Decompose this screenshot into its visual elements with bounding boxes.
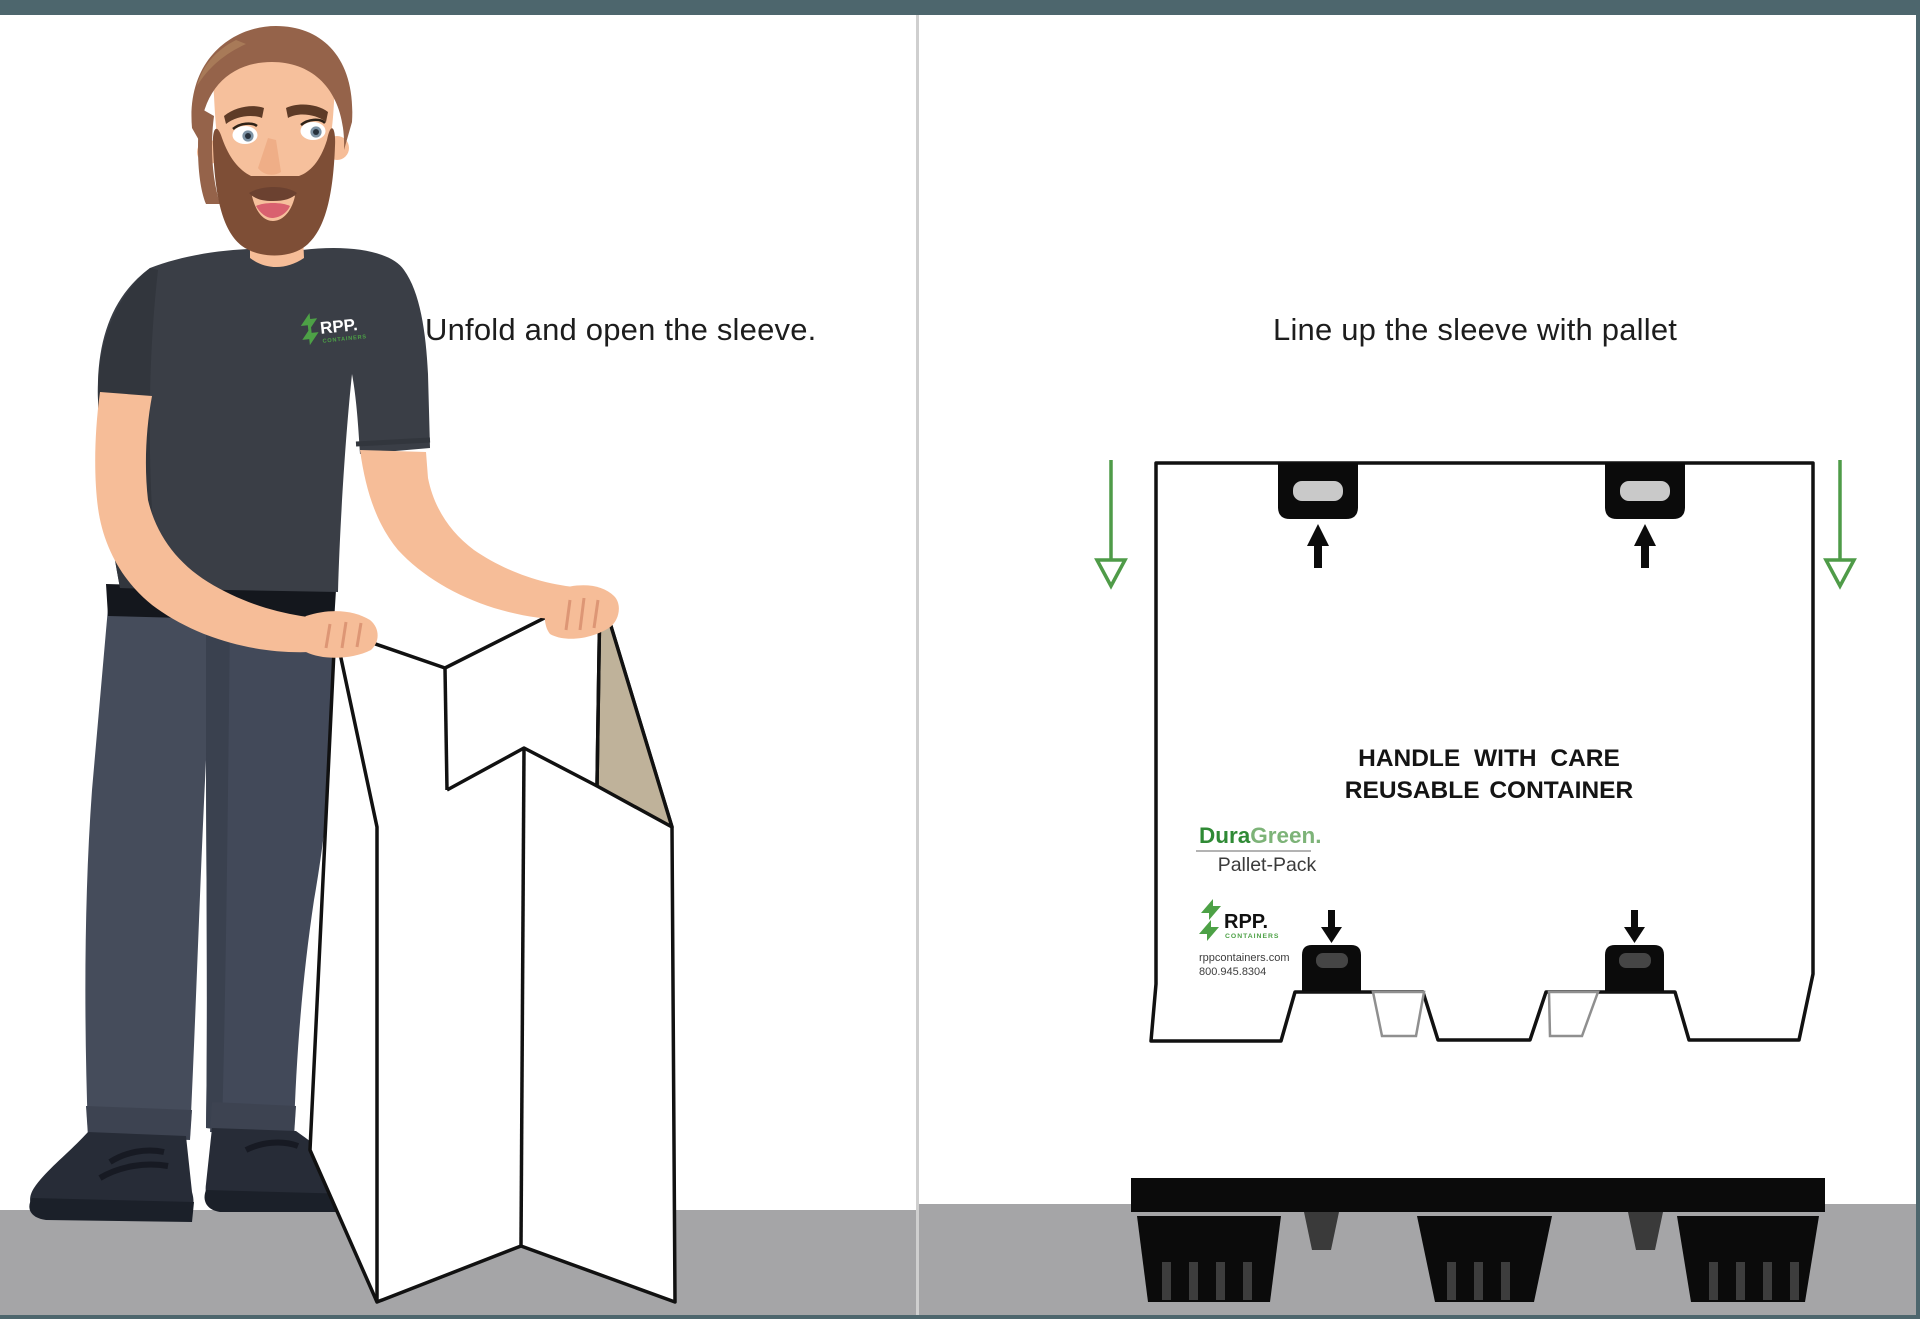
right-edge-bar [1916,0,1920,1319]
hair [191,26,353,150]
folded-sleeve [308,588,677,1304]
shirt-logo: RPP. CONTAINERS [300,312,367,346]
alignment-arrows [1094,460,1857,590]
step-unfold-caption: Unfold and open the sleeve. [425,312,817,347]
pallet-illustration [1131,1178,1825,1302]
sleeve-notch [1547,990,1600,1038]
rpp-website: rppcontainers.com [1199,952,1290,964]
top-bar [0,0,1920,15]
pallet-tab-boss [1304,1212,1339,1250]
step-unfold-panel: Unfold and open the sleeve. [0,15,916,1316]
worker-unfolding-sleeve-illustration: RPP. CONTAINERS [0,26,916,1316]
bottom-edge-bar [0,1315,1920,1319]
step-lineup-caption: Line up the sleeve with pallet [1273,312,1678,347]
worker-arms [95,392,619,658]
rpp-sub: CONTAINERS [1225,933,1279,940]
pallet-tab-boss [1628,1212,1663,1250]
arrow-up-icon [1634,524,1656,568]
duragreen-brand-light: Green. [1250,823,1321,848]
step-lineup-panel: Line up the sleeve with pallet [919,15,1916,1316]
sleeve-diagram: HANDLE WITH CARE REUSABLE CONTAINER Dura… [1149,461,1815,1043]
svg-text:DuraGreen.: DuraGreen. [1199,823,1322,848]
duragreen-logo: DuraGreen. Pallet-Pack [1196,823,1322,876]
duragreen-brand-bold: Dura [1199,823,1251,848]
rpp-logo: RPP. CONTAINERS rppcontainers.com 800.94… [1199,899,1290,978]
sleeve-pallet-diagram: HANDLE WITH CARE REUSABLE CONTAINER Dura… [919,460,1916,1316]
shirt-logo-sub: CONTAINERS [322,334,367,345]
arrow-up-icon [1307,524,1329,568]
pallet-pack-label: Pallet-Pack [1218,854,1317,876]
handle-with-care-label: HANDLE WITH CARE [1358,745,1620,772]
rpp-phone: 800.945.8304 [1199,966,1266,978]
arrow-down-icon [1321,910,1342,943]
rpp-brand: RPP. [1224,911,1268,933]
arrow-down-icon [1624,910,1645,943]
shirt-logo-brand: RPP. [319,315,358,338]
reusable-container-label: REUSABLE CONTAINER [1345,777,1634,804]
panel-divider [916,15,919,1316]
sleeve-notch [1371,990,1426,1038]
